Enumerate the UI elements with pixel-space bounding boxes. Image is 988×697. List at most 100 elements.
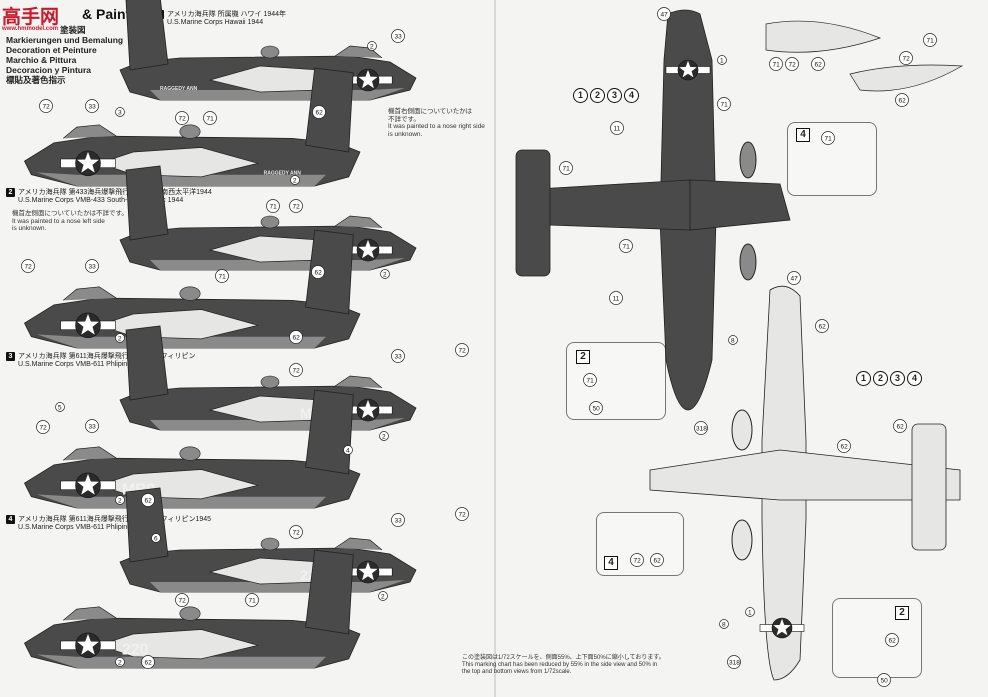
callout-number: 33: [395, 518, 403, 525]
callout-number: 62: [316, 110, 324, 117]
scheme-circle: 3: [890, 371, 905, 386]
callout-circle: [380, 269, 390, 279]
note-line: It was painted to a nose left side: [12, 217, 105, 225]
callout-circle: [36, 420, 50, 434]
callout-number: 33: [395, 34, 403, 41]
detail-tag: 2: [895, 606, 909, 620]
callout-number: 4: [346, 448, 350, 455]
callout-circle: [151, 533, 161, 543]
callout-number: 72: [293, 204, 301, 211]
footnote-line: この塗装図は1/72スケールを、側面55%、上下面50%に縮小しております。: [462, 655, 665, 661]
insignia-star: [358, 239, 378, 259]
dorsal-turret: [179, 606, 201, 621]
callout-circle: [289, 199, 303, 213]
bottom-wing: [649, 449, 961, 501]
bottom-view-aircraft: [649, 285, 961, 681]
callout-circle: [391, 513, 405, 527]
footnote: この塗装図は1/72スケールを、側面55%、上下面50%に縮小しております。 T…: [462, 655, 682, 676]
national-insignia: [343, 238, 393, 262]
scheme-jp: アメリカ海兵隊 所属機 ハワイ 1944年: [167, 11, 287, 18]
callout-number: 62: [819, 324, 827, 331]
dorsal-turret: [260, 537, 280, 551]
cockpit-canopy: [62, 606, 117, 621]
scheme-en: U.S.Marine Corps VMB-611 Phlipine: [18, 361, 132, 368]
callout-number: 2: [118, 660, 122, 667]
callout-circle: [559, 161, 573, 175]
callout-number: 71: [219, 274, 227, 281]
callout-number: 2: [382, 434, 386, 441]
aircraft-code: 220: [122, 641, 149, 658]
callout-circle: [630, 553, 644, 567]
callout-circle: [610, 121, 624, 135]
title-line-de: Markierungen und Bemalung: [6, 35, 124, 45]
callout-circle: [379, 431, 389, 441]
callout-number: 71: [721, 102, 729, 109]
callout-number: 72: [789, 62, 797, 69]
callout-number: 3: [118, 110, 122, 117]
callout-circle: [85, 259, 99, 273]
callout-circle: [785, 57, 799, 71]
callout-number: 62: [145, 498, 153, 505]
engine-profile-2: [849, 64, 964, 92]
scheme-circle: 1: [856, 371, 871, 386]
callout-number: 318: [729, 660, 740, 667]
callout-circle: [895, 93, 909, 107]
cockpit-canopy: [62, 286, 117, 301]
national-insignia: [60, 632, 116, 659]
callout-circle: [694, 421, 708, 435]
fuselage-underside: [37, 334, 326, 348]
callout-number: 71: [587, 378, 595, 385]
callout-circle: [289, 525, 303, 539]
scheme-en: U.S.Marine Corps VMB-433 South-West Paci…: [18, 197, 184, 204]
tail-fin: [125, 165, 169, 241]
callout-circle: [727, 655, 741, 669]
insignia-star: [773, 618, 791, 636]
title-line-es: Decoracion y Pintura: [6, 65, 92, 75]
bottom-engine-2: [731, 519, 753, 561]
callout-number: 71: [927, 38, 935, 45]
callout-circle: [719, 619, 729, 629]
title-lines: 塗装図 Markierungen und Bemalung Decoration…: [6, 25, 123, 85]
tail-fin: [305, 229, 354, 315]
callout-circle: [290, 175, 300, 185]
page-fold: [494, 0, 496, 697]
fuselage-underside: [37, 172, 326, 186]
national-insignia: [60, 150, 116, 177]
scheme-jp: アメリカ海兵隊 第611海兵爆撃飛行隊 所属機 フィリピン1945: [18, 516, 212, 523]
title-line-jp: 塗装図: [60, 25, 86, 35]
callout-circle: [837, 439, 851, 453]
callout-number: 62: [293, 335, 301, 342]
callout-circle: [175, 593, 189, 607]
scheme-set-top: 1 2 3 4: [573, 88, 639, 103]
callout-number: 72: [25, 264, 33, 271]
callout-number: 62: [315, 270, 323, 277]
callout-circle: [85, 419, 99, 433]
tail-fin: [305, 67, 354, 153]
callout-number: 72: [293, 368, 301, 375]
note-line: It was painted to a nose right side: [388, 123, 485, 130]
tail-fin: [305, 549, 354, 635]
callout-number: 62: [145, 660, 153, 667]
callout-circle: [39, 99, 53, 113]
callout-number: 62: [899, 98, 907, 105]
tailplane: [515, 149, 551, 277]
callout-circle: [877, 673, 891, 687]
callout-circle: [923, 33, 937, 47]
callout-number: 33: [89, 264, 97, 271]
right-wing: [689, 179, 791, 231]
cockpit-canopy: [334, 215, 383, 229]
callout-number: 8: [722, 622, 726, 629]
callout-number: 62: [815, 62, 823, 69]
callout-number: 71: [825, 136, 833, 143]
engine-bottom: [739, 243, 757, 281]
callout-circle: [717, 97, 731, 111]
engine-profile-1: [765, 20, 882, 53]
note-line: 不詳です。: [388, 115, 420, 123]
callout-number: 72: [459, 512, 467, 519]
scheme-circle: 2: [590, 88, 605, 103]
engine-top: [739, 141, 757, 179]
callout-number: 2: [118, 498, 122, 505]
insignia-star: [358, 399, 378, 419]
